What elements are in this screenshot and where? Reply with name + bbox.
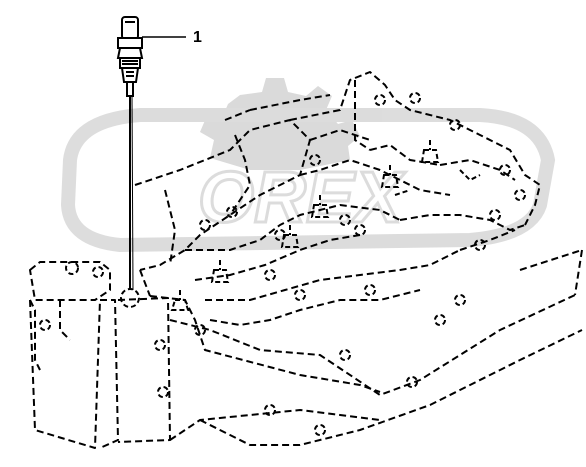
bolt-icons [39, 92, 526, 436]
callout-label-1: 1 [193, 29, 202, 46]
cylinder-head-outline [29, 71, 583, 449]
svg-text:OREX: OREX [198, 158, 406, 238]
installation-axis-line-inner [131, 95, 134, 291]
injector-studs [170, 140, 481, 311]
sensor-part[interactable] [116, 16, 144, 97]
